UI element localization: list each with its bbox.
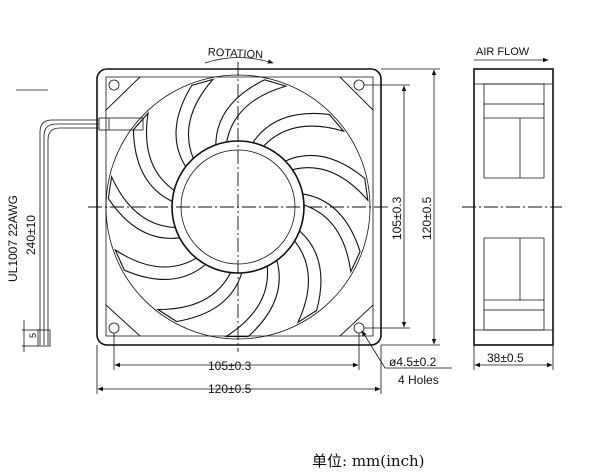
dim-frame-horizontal: 120±0.5 <box>208 382 252 396</box>
fan-blade <box>132 111 175 202</box>
fan-blade <box>107 174 180 239</box>
fan-blade <box>156 272 243 323</box>
mounting-hole-tr <box>353 79 365 91</box>
corner-pocket-br <box>338 304 374 337</box>
fan-blade <box>215 79 288 145</box>
side-strut-top <box>483 83 545 105</box>
lead-wire-line-2 <box>43 123 99 345</box>
rotation-arrow <box>204 57 274 64</box>
hole-leader-line <box>361 330 452 369</box>
fan-blade <box>114 248 206 280</box>
fan-blade <box>224 260 280 338</box>
wire-stripped-end <box>37 329 51 347</box>
wire-length-label: 240±10 <box>24 215 38 255</box>
front-dimensions: 105±0.3 120±0.5 105±0.3 120±0.5 ø4.5±0.2… <box>96 68 452 396</box>
mounting-hole-tl <box>108 79 120 91</box>
units-note: 单位: mm(inch) <box>312 452 425 470</box>
lead-wire-line-3 <box>47 127 99 345</box>
wire-spec-label: UL1007 22AWG <box>6 195 20 282</box>
lead-wire-line-1 <box>39 119 99 345</box>
fan-blade <box>285 154 369 203</box>
airflow-label: AIR FLOW <box>476 46 530 58</box>
fan-blades <box>107 78 369 338</box>
hole-count: 4 Holes <box>398 373 439 387</box>
dim-frame-vertical: 120±0.5 <box>420 196 434 240</box>
mounting-hole-bl <box>108 322 120 334</box>
fan-blade <box>175 78 215 167</box>
fan-blade <box>302 193 361 274</box>
dim-thickness: 38±0.5 <box>487 351 524 365</box>
hole-spec: ø4.5±0.2 <box>389 355 437 369</box>
corner-pocket-tl <box>105 76 141 111</box>
side-view: AIR FLOW 38±0.5 <box>462 46 562 370</box>
corner-pocket-tr <box>339 76 374 111</box>
dim-hole-pitch-horizontal: 105±0.3 <box>208 359 252 373</box>
lead-wire: 5 UL1007 22AWG 240±10 <box>6 89 99 352</box>
dim-hole-pitch-vertical: 105±0.3 <box>390 196 404 240</box>
side-strut-bottom <box>483 309 545 331</box>
fan-blade <box>294 230 322 324</box>
fan-blade <box>252 112 346 147</box>
wire-strip-length: 5 <box>28 333 38 338</box>
rotation-label: ROTATION <box>208 46 264 61</box>
front-view: ROTATION <box>88 46 388 352</box>
corner-pocket-bl <box>105 304 142 337</box>
